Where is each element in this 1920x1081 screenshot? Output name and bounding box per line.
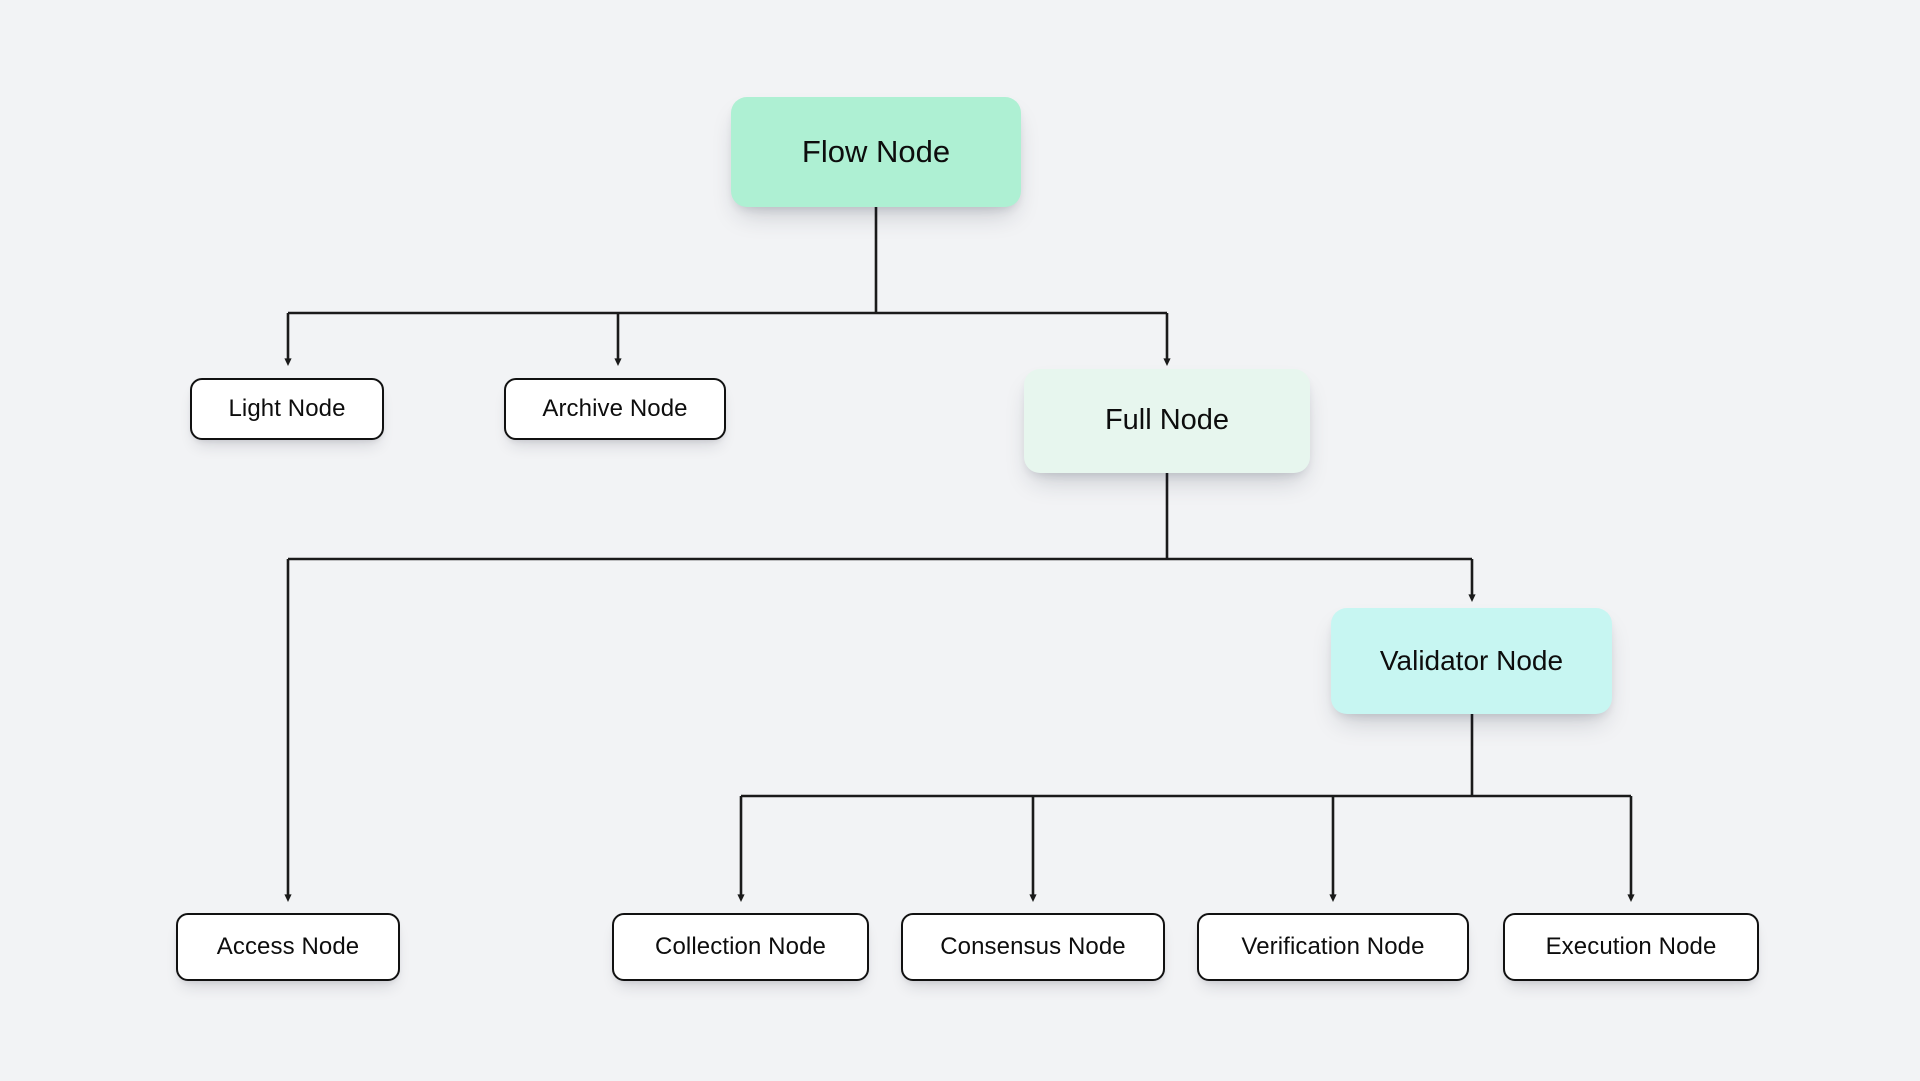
node-light-node[interactable]: Light Node — [190, 378, 384, 440]
node-collection-node-label: Collection Node — [655, 933, 826, 961]
node-verification-node-label: Verification Node — [1241, 933, 1425, 961]
node-archive-node-label: Archive Node — [542, 395, 688, 423]
node-execution-node[interactable]: Execution Node — [1503, 913, 1759, 981]
node-access-node-label: Access Node — [216, 933, 360, 961]
node-flow-node-label: Flow Node — [801, 134, 951, 170]
node-verification-node[interactable]: Verification Node — [1197, 913, 1469, 981]
node-access-node[interactable]: Access Node — [176, 913, 400, 981]
node-full-node[interactable]: Full Node — [1024, 369, 1310, 473]
node-consensus-node-label: Consensus Node — [940, 933, 1126, 961]
node-execution-node-label: Execution Node — [1545, 933, 1717, 961]
node-flow-node[interactable]: Flow Node — [731, 97, 1021, 207]
node-archive-node[interactable]: Archive Node — [504, 378, 726, 440]
node-consensus-node[interactable]: Consensus Node — [901, 913, 1165, 981]
node-light-node-label: Light Node — [228, 395, 346, 423]
node-collection-node[interactable]: Collection Node — [612, 913, 869, 981]
node-validator-node[interactable]: Validator Node — [1331, 608, 1612, 714]
node-validator-node-label: Validator Node — [1379, 644, 1564, 676]
node-full-node-label: Full Node — [1104, 404, 1230, 437]
